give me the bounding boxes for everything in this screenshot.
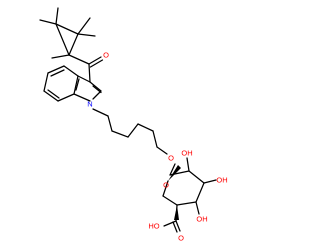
bond: [55, 23, 79, 35]
bond: [57, 93, 75, 102]
bond: [172, 221, 178, 233]
bond: [43, 72, 49, 92]
bond: [73, 93, 91, 102]
bond: [175, 220, 181, 232]
bond: [89, 59, 104, 68]
atom-label-acid-oh: HO: [148, 222, 159, 231]
bond: [73, 75, 79, 95]
bond: [162, 180, 169, 197]
bond: [107, 115, 113, 132]
bond: [88, 63, 91, 83]
atom-label-ketone-o: O: [103, 51, 109, 60]
bond: [92, 90, 102, 100]
molecule-structure: O N O O OH OH OH HO O: [39, 7, 228, 243]
atom-label-ether-o: O: [168, 154, 174, 163]
bond: [75, 78, 80, 91]
bond: [92, 85, 102, 94]
bond: [47, 89, 60, 99]
bond: [43, 90, 59, 102]
bond: [89, 81, 102, 92]
bond: [176, 201, 197, 206]
bond: [156, 146, 168, 155]
bond: [203, 179, 217, 184]
bond: [195, 182, 205, 203]
bond: [77, 33, 96, 37]
bond: [163, 220, 177, 227]
bond: [55, 23, 70, 56]
bond: [88, 56, 102, 65]
bond: [162, 195, 178, 206]
bond: [195, 201, 200, 215]
bond: [47, 65, 65, 74]
bond: [50, 69, 65, 77]
atom-labels: O N O O OH OH OH HO O: [87, 51, 227, 243]
stereo-wedge: [168, 165, 181, 181]
atom-label-ring-o: O: [163, 181, 169, 190]
bond: [152, 130, 158, 148]
bond: [77, 75, 91, 83]
bond: [51, 54, 70, 59]
bond: [127, 123, 139, 138]
bond: [63, 65, 79, 77]
atom-label-acid-o: O: [178, 234, 184, 243]
bond: [92, 108, 109, 117]
bond: [111, 130, 129, 138]
bond: [169, 163, 176, 176]
bond: [77, 17, 91, 35]
bond: [188, 170, 205, 184]
bond: [137, 123, 154, 132]
bond: [39, 19, 57, 25]
bond: [68, 54, 90, 65]
atom-label-oh-c4: OH: [196, 215, 207, 224]
atom-label-oh-c3: OH: [216, 176, 227, 185]
bond: [55, 7, 59, 25]
atom-label-indole-n: N: [87, 100, 92, 109]
bond: [68, 33, 79, 56]
bond-skeleton: [39, 7, 217, 233]
atom-label-oh-c2: OH: [181, 149, 192, 158]
bond: [186, 157, 190, 172]
stereo-wedge: [174, 205, 179, 220]
